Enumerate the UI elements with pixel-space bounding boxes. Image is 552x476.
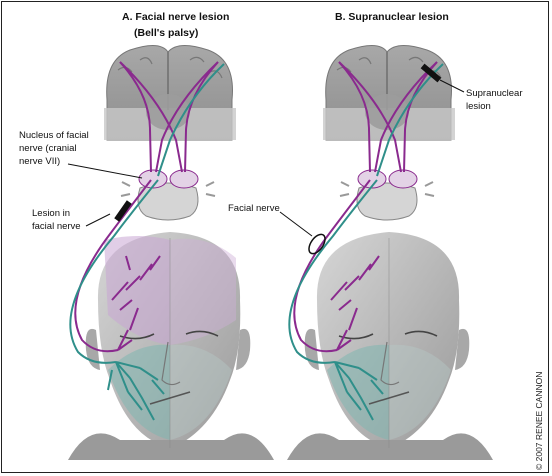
panel-a-subtitle: (Bell's palsy)	[134, 27, 199, 39]
facial-nerve-label: Facial nerve	[228, 203, 280, 214]
panel-b-art	[287, 45, 493, 460]
panel-a-facial-nerve	[69, 63, 225, 421]
panel-a-face	[68, 232, 274, 460]
panel-a-art	[68, 45, 274, 460]
panel-b-lesion-marker	[420, 63, 442, 83]
leader-lines	[67, 79, 465, 237]
nucleus-label-line1: Nucleus of facial	[19, 130, 89, 141]
panel-a-brainstem	[120, 169, 216, 221]
lesion-label-line1: Lesion in	[32, 208, 71, 219]
panel-b-title: B. Supranuclear lesion	[335, 11, 449, 23]
nucleus-label-line3: nerve VII)	[19, 156, 61, 167]
panel-a-motor-tract	[74, 61, 219, 353]
panel-b-facial-nerve	[288, 63, 444, 421]
panel-b-face	[287, 232, 493, 460]
panel-a-title: A. Facial nerve lesion	[122, 11, 230, 23]
copyright-notice: © 2007 RENEE CANNON	[534, 371, 544, 470]
supranuclear-label-line2: lesion	[466, 101, 491, 112]
supranuclear-label-line1: Supranuclear	[466, 88, 523, 99]
panel-a-lesion-marker	[114, 200, 132, 222]
panel-b-facial-nerve-ring	[308, 233, 326, 255]
lesion-label-line2: facial nerve	[32, 221, 81, 232]
nucleus-label-line2: nerve (cranial	[19, 143, 77, 154]
panel-b-brainstem	[339, 169, 435, 221]
